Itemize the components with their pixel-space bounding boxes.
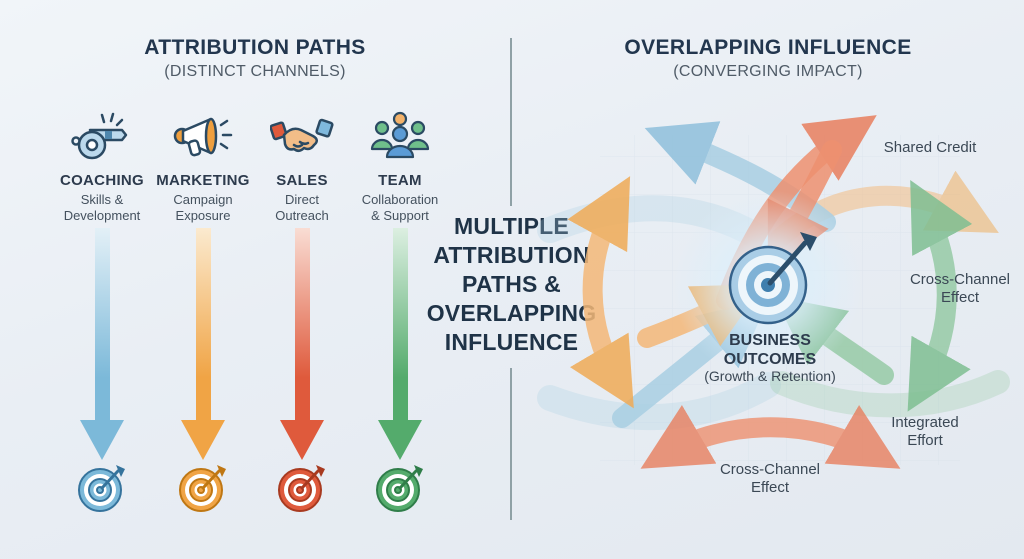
- left-title: ATTRIBUTION PATHS: [144, 36, 366, 59]
- influence-web: [537, 115, 1010, 469]
- marketing-column: MARKETING Campaign Exposure: [148, 104, 258, 224]
- right-title: OVERLAPPING INFLUENCE: [624, 36, 912, 59]
- label-shared-credit: Shared Credit: [883, 139, 977, 156]
- coaching-arrow: [80, 228, 124, 460]
- handshake-icon: [247, 104, 357, 168]
- megaphone-icon: [148, 104, 258, 168]
- green-integrated-arrow: [907, 179, 973, 412]
- right-header: OVERLAPPING INFLUENCE (CONVERGING IMPACT…: [598, 36, 938, 81]
- channel-name: COACHING: [59, 172, 145, 189]
- channel-name: MARKETING: [156, 172, 250, 189]
- label-integrated-effort: Integrated Effort: [891, 414, 959, 449]
- hub-sublabel: (Growth & Retention): [704, 368, 836, 384]
- business-outcomes-target-icon: [728, 232, 817, 325]
- right-subtitle: (CONVERGING IMPACT): [673, 63, 863, 80]
- marketing-arrow: [181, 228, 225, 460]
- team-arrow: [378, 228, 422, 460]
- channel-desc: Direct Outreach: [275, 192, 329, 223]
- channel-desc: Collaboration & Support: [361, 192, 439, 223]
- label-cross-channel-bottom: Cross-Channel Effect: [719, 461, 821, 496]
- divider-top: [510, 38, 512, 206]
- channel-name: SALES: [276, 172, 328, 189]
- label-cross-channel-right: Cross-Channel Effect: [909, 271, 1011, 306]
- divider-bottom: [510, 368, 512, 520]
- channel-name: TEAM: [378, 172, 422, 189]
- team-target-icon: [376, 465, 423, 512]
- channel-desc: Campaign Exposure: [173, 192, 233, 223]
- team-icon: [345, 104, 455, 168]
- sales-target-icon: [278, 465, 325, 512]
- coaching-target-icon: [78, 465, 125, 512]
- sales-column: SALES Direct Outreach: [247, 104, 357, 224]
- coaching-column: COACHING Skills & Development: [47, 104, 157, 224]
- left-subtitle: (DISTINCT CHANNELS): [164, 63, 346, 80]
- red-cross-channel-arrow: [640, 405, 901, 469]
- orange-cross-channel-arrow: [567, 176, 634, 409]
- whistle-icon: [47, 104, 157, 168]
- sales-arrow: [280, 228, 324, 460]
- marketing-target-icon: [179, 465, 226, 512]
- center-headline: MULTIPLE ATTRIBUTION PATHS & OVERLAPPING…: [426, 213, 597, 355]
- left-header: ATTRIBUTION PATHS (DISTINCT CHANNELS): [85, 36, 425, 81]
- channel-desc: Skills & Development: [63, 192, 141, 223]
- hub-label: BUSINESS OUTCOMES: [723, 332, 817, 368]
- team-column: TEAM Collaboration & Support: [345, 104, 455, 224]
